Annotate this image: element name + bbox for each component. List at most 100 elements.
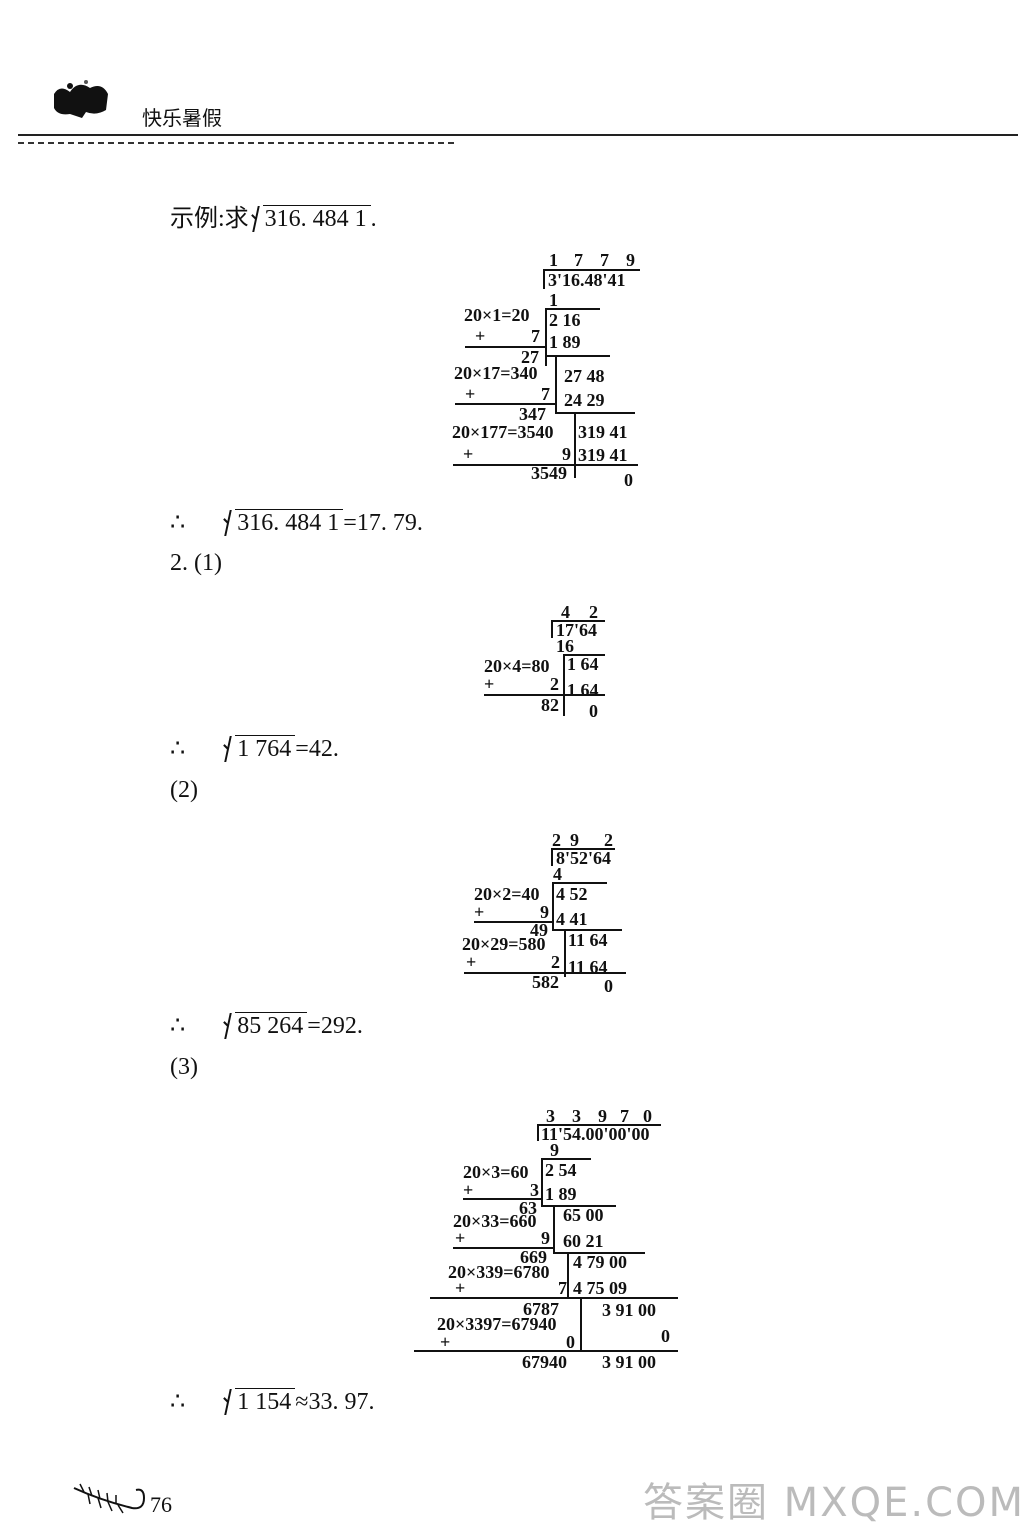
right-step: 0 — [624, 470, 633, 490]
right-step: 4 79 00 — [573, 1252, 627, 1272]
left-step: 63 — [519, 1198, 537, 1218]
therefore-symbol: ∴ — [170, 1389, 186, 1415]
conclusion-result: =292. — [307, 1013, 363, 1039]
left-step: + — [465, 384, 476, 404]
right-step: 0 — [604, 976, 613, 996]
conclusion-radicand: 316. 484 1 — [235, 509, 344, 537]
left-step: 49 — [530, 920, 548, 940]
quotient-digit: 2 — [604, 830, 613, 850]
right-step: 11 64 — [568, 957, 608, 977]
dividend: 8'52'64 — [556, 848, 612, 868]
conclusion-radicand: 1 764 — [235, 735, 296, 763]
left-step: 27 — [521, 347, 539, 367]
watermark: 答案圈 MXQE.COM — [642, 1480, 1025, 1526]
vine-decoration-icon — [73, 1483, 146, 1514]
left-step: 582 — [532, 972, 559, 992]
left-step: 2 — [550, 674, 559, 694]
right-step: 65 00 — [563, 1205, 604, 1225]
left-step: 67940 — [522, 1352, 567, 1372]
left-step: + — [474, 902, 485, 922]
left-step: + — [463, 1180, 474, 1200]
left-step: 20×17=340 — [454, 363, 538, 383]
quotient-digit: 3 — [546, 1106, 555, 1126]
left-step: 0 — [566, 1332, 575, 1352]
left-step: 6787 — [523, 1299, 559, 1319]
dividend: 11'54.00'00'00 — [541, 1124, 650, 1144]
dividend: 17'64 — [556, 620, 598, 640]
right-step: 27 48 — [564, 366, 605, 386]
example-label: 示例:求 — [170, 206, 249, 232]
right-step: 319 41 — [578, 445, 628, 465]
right-step: 4 41 — [556, 909, 588, 929]
quotient-digit: 4 — [561, 602, 570, 622]
left-step: 7 — [531, 326, 540, 346]
right-step: 1 64 — [567, 654, 599, 674]
left-step: + — [484, 674, 495, 694]
right-step: 9 — [550, 1140, 559, 1160]
quotient-digit: 7 — [600, 250, 609, 270]
quotient-digit: 3 — [572, 1106, 581, 1126]
left-step: 9 — [540, 902, 549, 922]
header-rule — [18, 134, 1018, 136]
left-step: 20×4=80 — [484, 656, 550, 676]
left-step: 669 — [520, 1247, 547, 1267]
example-radicand: 316. 484 1 — [262, 205, 371, 233]
left-step: + — [466, 952, 477, 972]
conclusion-result: =42. — [295, 736, 339, 762]
conclusion-result: =17. 79. — [343, 510, 423, 536]
left-step: 3549 — [531, 463, 567, 483]
right-step: 4 52 — [556, 884, 588, 904]
right-step: 1 89 — [545, 1184, 577, 1204]
problem-label: (3) — [170, 1054, 198, 1080]
right-step: 2 54 — [545, 1160, 577, 1180]
quotient-digit: 7 — [574, 250, 583, 270]
right-step: 0 — [589, 701, 598, 721]
example-tail: . — [370, 206, 377, 232]
right-step: 16 — [556, 636, 574, 656]
conclusion-radicand: 85 264 — [235, 1012, 308, 1040]
right-step: 4 — [553, 864, 562, 884]
left-step: 2 — [551, 952, 560, 972]
dividend: 3'16.48'41 — [548, 270, 626, 290]
right-step: 3 91 00 — [602, 1300, 656, 1320]
therefore-symbol: ∴ — [170, 510, 186, 536]
problem-2-conclusion: ∴ 85 264=292. — [170, 1011, 363, 1040]
left-step: 9 — [562, 444, 571, 464]
therefore-symbol: ∴ — [170, 736, 186, 762]
quotient-digit: 9 — [598, 1106, 607, 1126]
header-logo-icon — [54, 80, 108, 118]
conclusion-radicand: 1 154 — [235, 1388, 296, 1416]
right-step: 319 41 — [578, 422, 628, 442]
quotient-digit: 9 — [570, 830, 579, 850]
left-step: 20×3=60 — [463, 1162, 529, 1182]
left-step: 20×2=40 — [474, 884, 540, 904]
right-step: 24 29 — [564, 390, 605, 410]
header-title: 快乐暑假 — [142, 106, 222, 130]
left-step: 20×177=3540 — [452, 422, 554, 442]
left-step: 20×3397=67940 — [437, 1314, 557, 1334]
page-number: 76 — [150, 1492, 172, 1517]
quotient-digit: 2 — [589, 602, 598, 622]
right-step: 1 64 — [567, 680, 599, 700]
left-step: 9 — [541, 1228, 550, 1248]
right-step: 0 — [661, 1326, 670, 1346]
quotient-digit: 0 — [643, 1106, 652, 1126]
quotient-digit: 2 — [552, 830, 561, 850]
problem-1-conclusion: ∴ 1 764=42. — [170, 734, 339, 763]
right-step: 4 75 09 — [573, 1278, 627, 1298]
left-step: 20×339=6780 — [448, 1262, 550, 1282]
left-step: 347 — [519, 404, 546, 424]
example-conclusion: ∴ 316. 484 1=17. 79. — [170, 508, 423, 537]
left-step: 20×1=20 — [464, 305, 530, 325]
problem-3-conclusion: ∴ 1 154≈33. 97. — [170, 1387, 374, 1416]
right-step: 11 64 — [568, 930, 608, 950]
problem-label: 2. (1) — [170, 550, 222, 576]
problem-label: (2) — [170, 777, 198, 803]
left-step: 20×33=660 — [453, 1211, 537, 1231]
left-step: + — [455, 1228, 466, 1248]
header-dash-rule — [18, 142, 454, 144]
conclusion-result: ≈33. 97. — [295, 1389, 375, 1415]
right-step: 2 16 — [549, 310, 581, 330]
left-step: + — [475, 326, 486, 346]
right-step: 60 21 — [563, 1231, 604, 1251]
